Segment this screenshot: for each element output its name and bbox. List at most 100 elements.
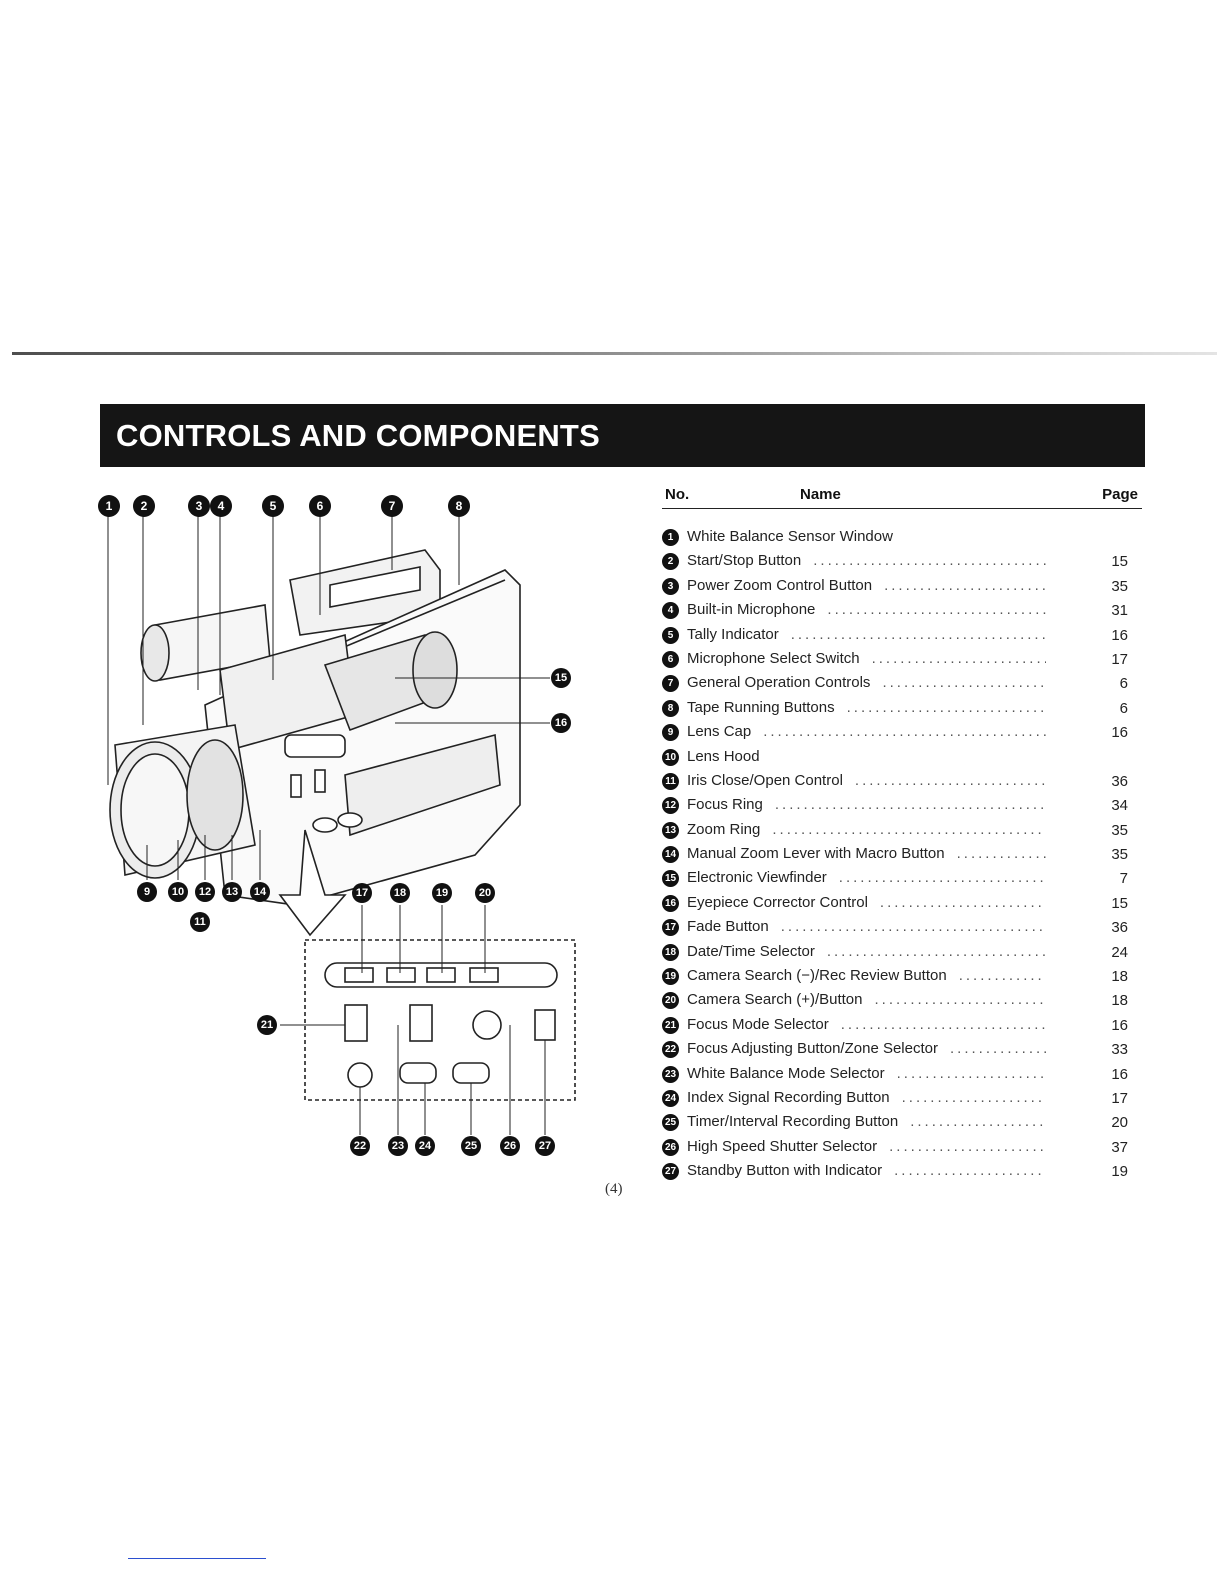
table-row: 12 Focus Ring............................…: [662, 796, 1142, 820]
item-page: 15: [1111, 894, 1128, 912]
callout-7: 7: [381, 495, 403, 517]
callout-18: 18: [390, 883, 410, 903]
item-name-cell: Electronic Viewfinder...................…: [687, 869, 1046, 886]
item-number-badge: 19: [662, 968, 679, 986]
callout-4: 4: [210, 495, 232, 517]
item-name-cell: Power Zoom Control Button...............…: [687, 577, 1046, 594]
item-name-cell: Microphone Select Switch................…: [687, 650, 1046, 667]
callout-6: 6: [309, 495, 331, 517]
item-number-badge: 20: [662, 992, 679, 1010]
item-page: 18: [1111, 968, 1128, 986]
item-number-badge: 27: [662, 1163, 679, 1181]
item-name: Camera Search (+)/Button: [687, 991, 863, 1009]
dot-leader: ........................................…: [813, 552, 1046, 570]
item-name: Lens Hood: [687, 747, 760, 765]
callout-16: 16: [551, 713, 571, 733]
item-name-cell: Manual Zoom Lever with Macro Button.....…: [687, 845, 1046, 862]
dot-leader: ........................................…: [838, 869, 1046, 887]
callout-21: 21: [257, 1015, 277, 1035]
item-number-badge: 4: [662, 602, 679, 620]
table-row: 6 Microphone Select Switch...............…: [662, 650, 1142, 674]
callout-15: 15: [551, 668, 571, 688]
dot-leader: ........................................…: [896, 1064, 1046, 1082]
dot-leader: ........................................…: [958, 967, 1046, 985]
item-name: White Balance Sensor Window: [687, 528, 893, 545]
page-number: (4): [605, 1181, 623, 1197]
item-number-badge: 23: [662, 1065, 679, 1083]
item-page: 37: [1111, 1138, 1128, 1156]
table-header: No. Name Page: [662, 484, 1142, 509]
item-name: Electronic Viewfinder: [687, 869, 827, 887]
item-name-cell: High Speed Shutter Selector.............…: [687, 1138, 1046, 1155]
callout-25: 25: [461, 1136, 481, 1156]
scan-artifact-line: [12, 352, 1217, 355]
item-page: 33: [1111, 1041, 1128, 1059]
item-number-badge: 6: [662, 650, 679, 668]
item-name-cell: Date/Time Selector......................…: [687, 943, 1046, 960]
item-name: Fade Button: [687, 918, 769, 936]
item-name: Tally Indicator: [687, 625, 779, 643]
dot-leader: ........................................…: [889, 1137, 1046, 1155]
page-title: CONTROLS AND COMPONENTS: [116, 418, 600, 453]
item-page: 34: [1111, 797, 1128, 815]
item-name-cell: Built-in Microphone.....................…: [687, 601, 1046, 618]
item-number-badge: 17: [662, 919, 679, 937]
item-number-badge: 21: [662, 1016, 679, 1034]
item-page: 20: [1111, 1114, 1128, 1132]
item-page: 36: [1111, 772, 1128, 790]
item-name: White Balance Mode Selector: [687, 1064, 885, 1082]
item-name: Tape Running Buttons: [687, 698, 835, 716]
callout-11: 11: [190, 912, 210, 932]
item-name-cell: Eyepiece Corrector Control..............…: [687, 894, 1046, 911]
callout-17: 17: [352, 883, 372, 903]
item-name-cell: Focus Ring..............................…: [687, 796, 1046, 813]
callout-14: 14: [250, 882, 270, 902]
dot-leader: ........................................…: [826, 942, 1046, 960]
item-number-badge: 11: [662, 772, 679, 790]
dot-leader: ........................................…: [790, 625, 1046, 643]
callout-27: 27: [535, 1136, 555, 1156]
dot-leader: ........................................…: [884, 576, 1046, 594]
item-name-cell: Start/Stop Button.......................…: [687, 552, 1046, 569]
item-name: Camera Search (−)/Rec Review Button: [687, 967, 947, 985]
dot-leader: ........................................…: [901, 1088, 1046, 1106]
footer-link-underline: [128, 1558, 266, 1559]
item-number-badge: 18: [662, 943, 679, 961]
item-name: High Speed Shutter Selector: [687, 1137, 878, 1155]
item-page: 6: [1119, 699, 1128, 717]
dot-leader: ........................................…: [871, 649, 1046, 667]
callout-3: 3: [188, 495, 210, 517]
dot-leader: ........................................…: [772, 820, 1046, 838]
item-number-badge: 14: [662, 846, 679, 864]
table-row: 19 Camera Search (−)/Rec Review Button...…: [662, 967, 1142, 991]
header-no: No.: [665, 486, 690, 503]
item-number-badge: 12: [662, 797, 679, 815]
item-page: 17: [1111, 1089, 1128, 1107]
item-number-badge: 25: [662, 1114, 679, 1132]
item-number-badge: 15: [662, 870, 679, 888]
item-name-cell: Timer/Interval Recording Button.........…: [687, 1113, 1046, 1130]
dot-leader: ........................................…: [763, 723, 1046, 741]
item-name-cell: Index Signal Recording Button...........…: [687, 1089, 1046, 1106]
dot-leader: ........................................…: [882, 674, 1046, 692]
item-name-cell: Tape Running Buttons....................…: [687, 699, 1046, 716]
item-name-cell: Zoom Ring...............................…: [687, 821, 1046, 838]
item-name: Zoom Ring: [687, 820, 761, 838]
item-name-cell: Lens Cap................................…: [687, 723, 1046, 740]
dot-leader: ........................................…: [846, 698, 1046, 716]
item-page: 16: [1111, 626, 1128, 644]
callout-19: 19: [432, 883, 452, 903]
callout-1: 1: [98, 495, 120, 517]
table-row: 4 Built-in Microphone....................…: [662, 601, 1142, 625]
